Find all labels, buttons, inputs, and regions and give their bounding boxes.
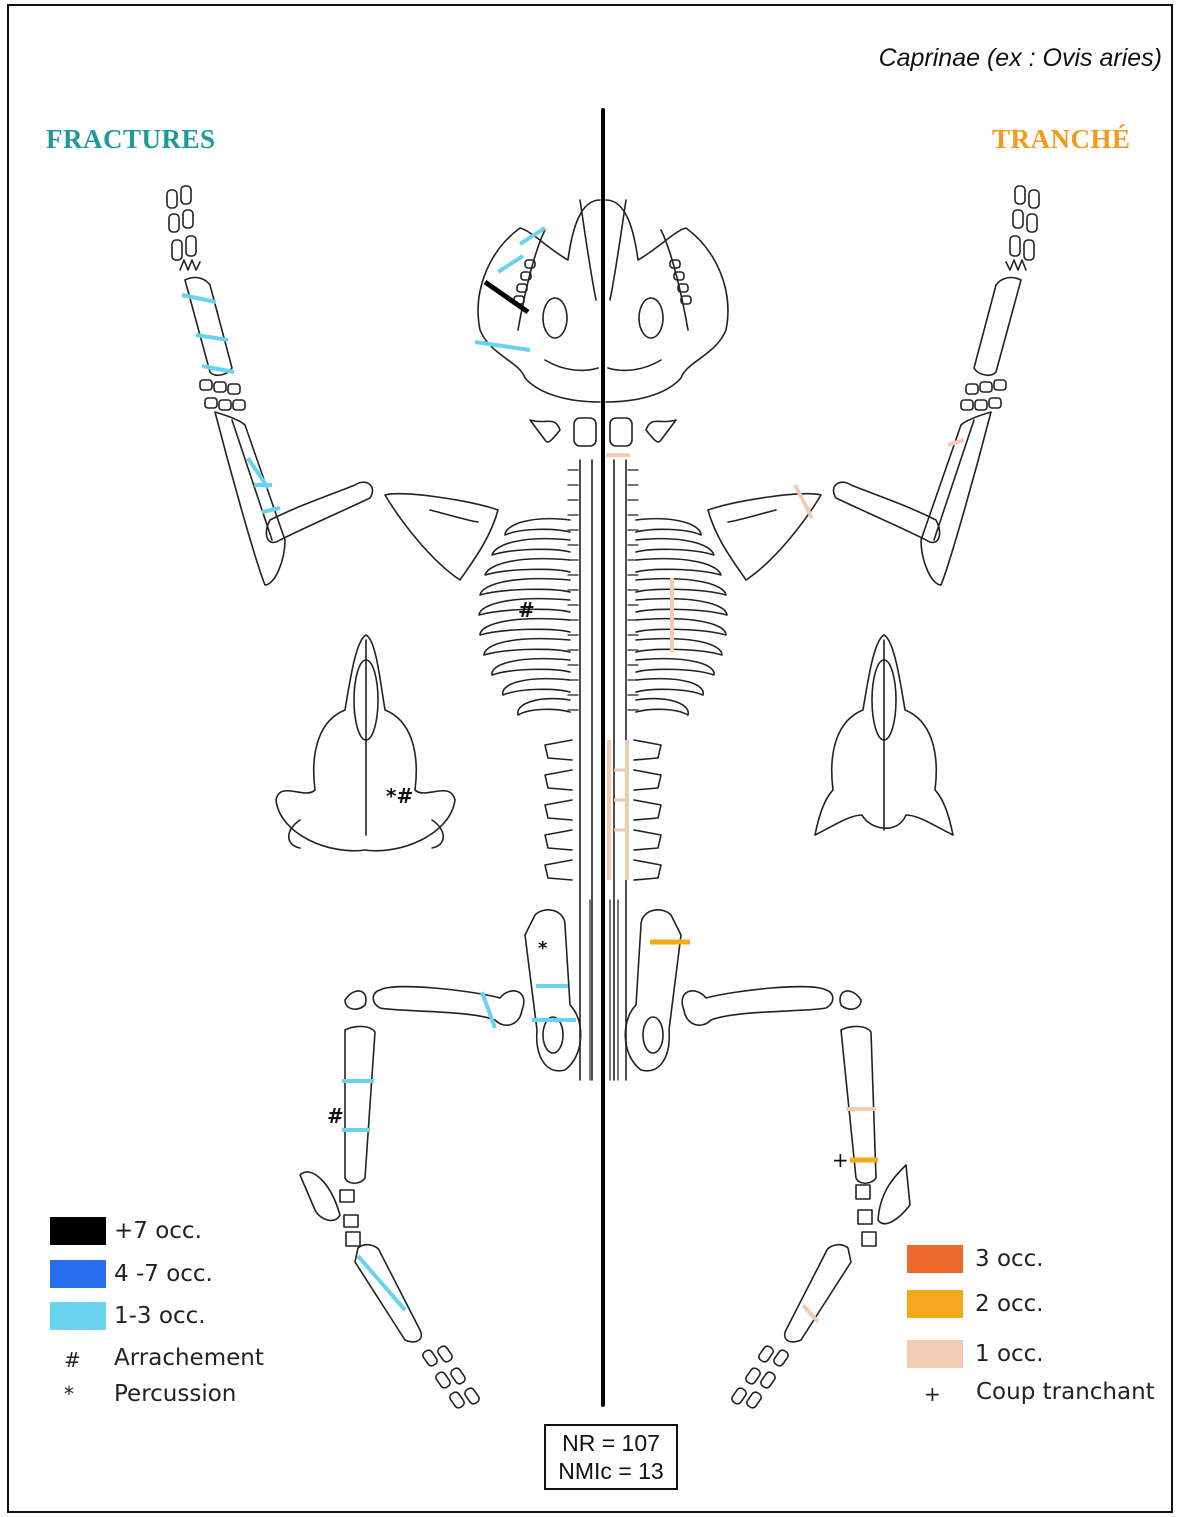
stat-nmic: NMIc = 13: [546, 1457, 676, 1485]
legend-item-mid: 4 -7 occ.: [50, 1260, 213, 1288]
arrachement-mark-ribs: #: [518, 598, 535, 622]
small-skull-left: [276, 635, 455, 851]
fracture-marks: [182, 228, 576, 1310]
cut-marks: [606, 440, 964, 1322]
legend-symbol-hash: #: [64, 1348, 81, 1372]
stats-box: NR = 107 NMIc = 13: [544, 1424, 678, 1490]
stat-nr: NR = 107: [546, 1429, 676, 1457]
lumbar-left: [545, 740, 572, 880]
legend-label: 4 -7 occ.: [114, 1261, 213, 1287]
legend-item-high: +7 occ.: [50, 1217, 202, 1245]
legend-label: +7 occ.: [114, 1218, 202, 1244]
legend-label: 2 occ.: [975, 1291, 1044, 1317]
legend-swatch: [50, 1260, 106, 1288]
coup-tranchant-mark-tibia: +: [832, 1148, 849, 1172]
legend-item-2occ: 2 occ.: [907, 1290, 1044, 1318]
legend-swatch: [907, 1340, 963, 1368]
legend-label: 3 occ.: [975, 1246, 1044, 1272]
legend-symbol-plus: +: [924, 1382, 941, 1406]
legend-swatch: [907, 1290, 963, 1318]
small-skull-right: [815, 635, 953, 835]
legend-label-percussion: Percussion: [114, 1381, 236, 1407]
legend-label-coup-tranchant: Coup tranchant: [976, 1379, 1155, 1405]
ribs-right: [636, 519, 727, 715]
legend-item-low: 1-3 occ.: [50, 1302, 206, 1330]
legend-item-1occ: 1 occ.: [907, 1340, 1044, 1368]
legend-swatch: [50, 1302, 106, 1330]
legend-swatch: [907, 1245, 963, 1273]
lumbar-right: [634, 740, 661, 880]
percussion-mark-pelvis: *: [538, 938, 547, 959]
arrachement-mark-tibia: #: [327, 1104, 344, 1128]
legend-symbol-star: *: [64, 1382, 74, 1406]
legend-label: 1-3 occ.: [114, 1303, 206, 1329]
legend-label-arrachement: Arrachement: [114, 1345, 264, 1371]
percussion-arrachement-mark-skull: *#: [386, 784, 413, 808]
legend-swatch: [50, 1217, 106, 1245]
legend-label: 1 occ.: [975, 1341, 1044, 1367]
legend-item-3occ: 3 occ.: [907, 1245, 1044, 1273]
fracture-mark-black: [485, 282, 528, 312]
